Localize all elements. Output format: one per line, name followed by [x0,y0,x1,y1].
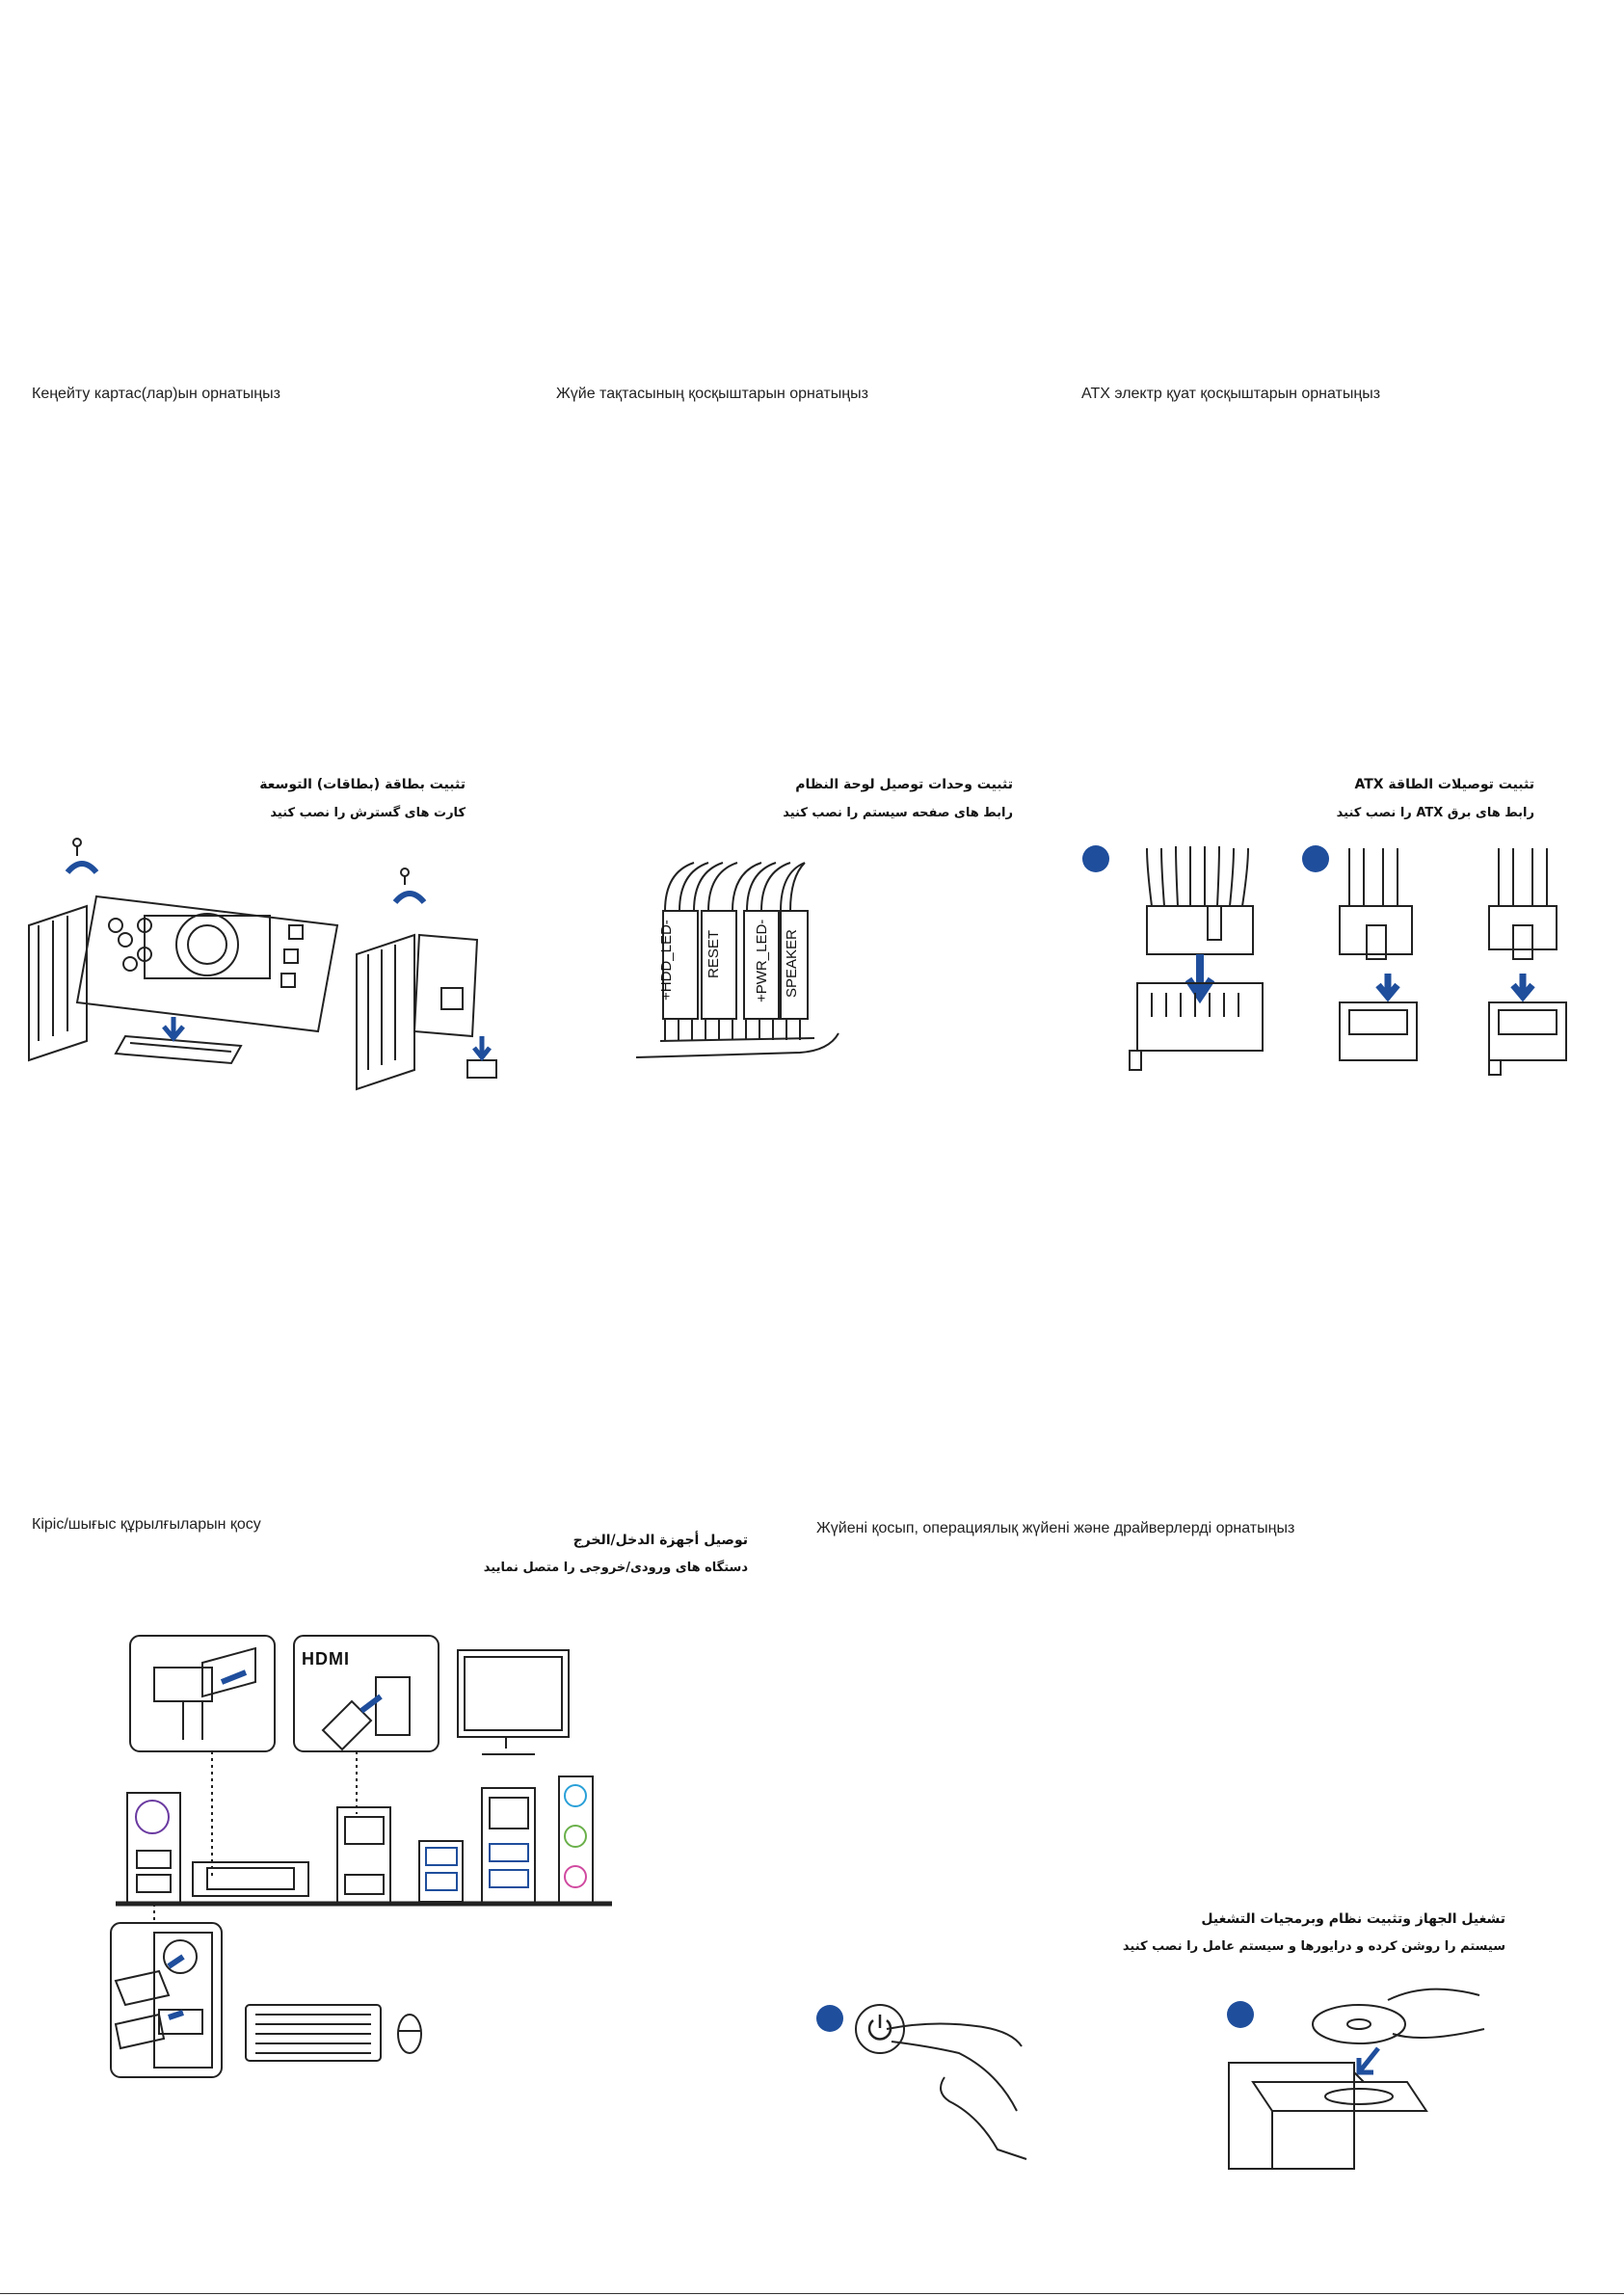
atx-heading-kz: ATX электр қуат қосқыштарын орнатыңыз [1081,386,1381,402]
io-heading-kz: Кіріс/шығыс құрылғыларын қосу [32,1516,261,1533]
front-panel-illustration: +HDD_LED- RESET +PWR_LED- SPEAKER [635,853,848,1070]
pin-label-speaker: SPEAKER [784,929,800,998]
io-heading-fa: دستگاه های ورودی/خروجی را متصل نمایید [483,1561,748,1575]
poweron-step-2-badge [1227,2001,1254,2028]
atx-heading-fa: رابط های برق ATX را نصب کنید [1336,806,1534,820]
atx-heading-ar: تثبيت توصيلات الطاقة ATX [1354,777,1534,792]
expansion-heading-fa: کارت های گسترش را نصب کنید [270,806,466,820]
pin-label-pwr-led: +PWR_LED- [754,919,770,1002]
pin-label-reset: RESET [706,929,722,978]
hdmi-logo: HDMI [302,1649,350,1669]
disc-tray-illustration [1228,1988,1485,2170]
poweron-heading-kz: Жүйені қосып, операциялық жүйені және др… [816,1520,1295,1536]
expansion-heading-kz: Кеңейту картас(лар)ын орнатыңыз [32,386,280,402]
io-heading-ar: توصيل أجهزة الدخل/الخرج [572,1533,748,1548]
atx-step-2-badge [1302,845,1329,872]
poweron-heading-ar: تشغيل الجهاز وتثبيت نظام وبرمجيات التشغي… [1201,1911,1505,1927]
poweron-heading-fa: سیستم را روشن کرده و درایورها و سیستم عا… [1122,1939,1505,1954]
pin-label-hdd-led: +HDD_LED- [658,920,675,1001]
io-illustration: HDMI [87,1634,626,2082]
poweron-step-1-badge [816,2005,843,2032]
panel-heading-fa: رابط های صفحه سیستم را نصب کنید [783,806,1013,820]
atx-connector-illustration [1129,845,1567,1076]
panel-heading-ar: تثبيت وحدات توصيل لوحة النظام [795,777,1013,792]
power-button-illustration [855,2004,1027,2160]
panel-heading-kz: Жүйе тақтасының қосқыштарын орнатыңыз [556,386,868,402]
page-bottom-rule [0,2293,1624,2294]
atx-step-1-badge [1082,845,1109,872]
expansion-heading-ar: تثبيت بطاقة (بطاقات) التوسعة [259,777,466,792]
expansion-card-illustration [28,838,497,1091]
